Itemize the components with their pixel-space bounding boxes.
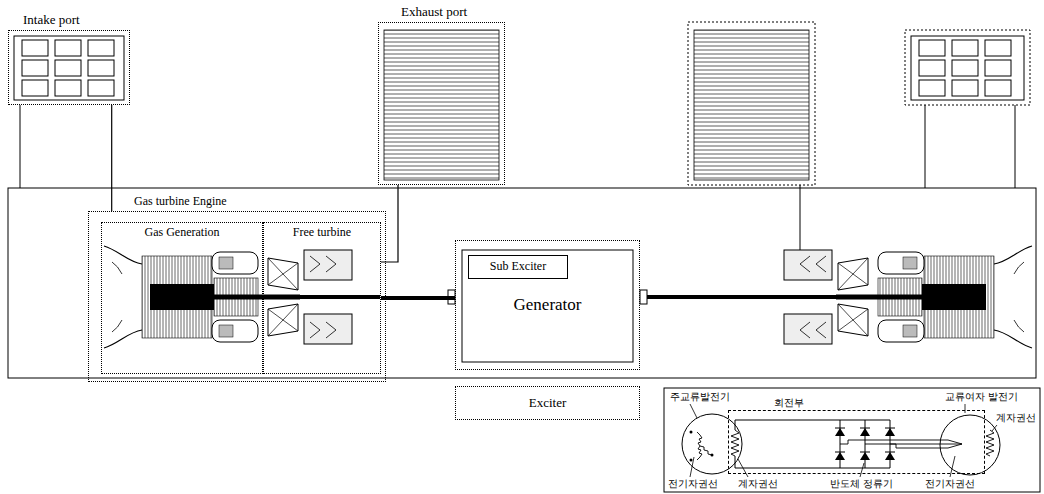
generator-body xyxy=(462,250,633,362)
part-label: 계자권선 xyxy=(996,412,1036,424)
louver xyxy=(952,60,978,76)
louver xyxy=(952,40,978,56)
shaft xyxy=(640,295,760,299)
part-label: 반도체 정류기 xyxy=(830,478,893,490)
node-heading: Intake port xyxy=(23,13,80,28)
exhaust-port: Exhaust port xyxy=(378,22,505,185)
intake-port: Intake port xyxy=(8,30,130,105)
leader-line xyxy=(690,404,997,477)
exhaust-outline xyxy=(688,22,815,185)
housing xyxy=(8,188,1036,378)
louver xyxy=(55,80,81,96)
duct-line xyxy=(20,105,21,188)
generator-box: Generator Sub Exciter xyxy=(455,240,640,370)
part-label: 전기자권선 xyxy=(668,478,718,490)
louver xyxy=(985,60,1011,76)
louver xyxy=(919,80,945,96)
duct-line xyxy=(925,105,926,188)
engine-group: Gas turbine EngineGas GenerationFree tur… xyxy=(88,211,386,382)
louver xyxy=(88,40,114,56)
duct-line xyxy=(800,185,801,250)
armature-winding xyxy=(697,432,712,460)
louver xyxy=(22,60,48,76)
intake-outline xyxy=(905,30,1030,105)
louver xyxy=(985,40,1011,56)
node-label: Gas Generation xyxy=(143,226,222,240)
node-label: Generator xyxy=(514,295,582,315)
node-heading: 회전부 xyxy=(774,397,804,409)
machine-circle xyxy=(682,414,742,474)
exhaust-stack xyxy=(694,30,809,180)
part-label: 전기자권선 xyxy=(925,478,975,490)
louver xyxy=(22,80,48,96)
terminal xyxy=(711,454,714,457)
sub-exciter: Sub Exciter xyxy=(468,255,568,279)
machine-circle xyxy=(940,415,1000,475)
engine-drawing xyxy=(756,246,1032,348)
exciter-box: Exciter xyxy=(455,386,640,420)
louver xyxy=(55,40,81,56)
louver xyxy=(22,40,48,56)
duct-connector xyxy=(381,185,398,262)
duct-connector xyxy=(111,105,112,211)
terminal xyxy=(690,459,693,462)
field-winding xyxy=(986,430,994,456)
engine-drawing xyxy=(104,246,380,348)
exhaust-stack xyxy=(384,30,499,180)
louver xyxy=(55,60,81,76)
part-label: 교류여자 발전기 xyxy=(945,391,1018,403)
node-heading: Gas turbine Engine xyxy=(134,195,227,209)
inset-frame xyxy=(664,388,1040,492)
intake-frame xyxy=(14,36,124,100)
louver xyxy=(88,60,114,76)
louver xyxy=(919,40,945,56)
louver xyxy=(88,80,114,96)
gas-generator: Gas Generation xyxy=(101,222,263,374)
terminal xyxy=(690,431,693,434)
part-label: 주교류발전기 xyxy=(670,391,730,403)
louver xyxy=(919,60,945,76)
drive-shaft xyxy=(381,296,455,300)
duct-line xyxy=(1015,105,1016,188)
louver xyxy=(952,80,978,96)
louver xyxy=(985,80,1011,96)
field-winding xyxy=(731,430,739,456)
intake-frame xyxy=(911,36,1024,100)
ac-wire xyxy=(840,440,948,448)
free-turbine: Free turbine xyxy=(263,222,381,374)
node-label: Free turbine xyxy=(291,226,353,240)
part-label: 계자권선 xyxy=(738,478,778,490)
node-heading: Exhaust port xyxy=(401,5,467,20)
node-label: Exciter xyxy=(529,396,567,411)
node-label: Sub Exciter xyxy=(490,260,546,274)
coupling xyxy=(640,290,647,304)
armature-winding xyxy=(948,440,962,448)
rotor-region: 회전부 xyxy=(728,410,985,474)
